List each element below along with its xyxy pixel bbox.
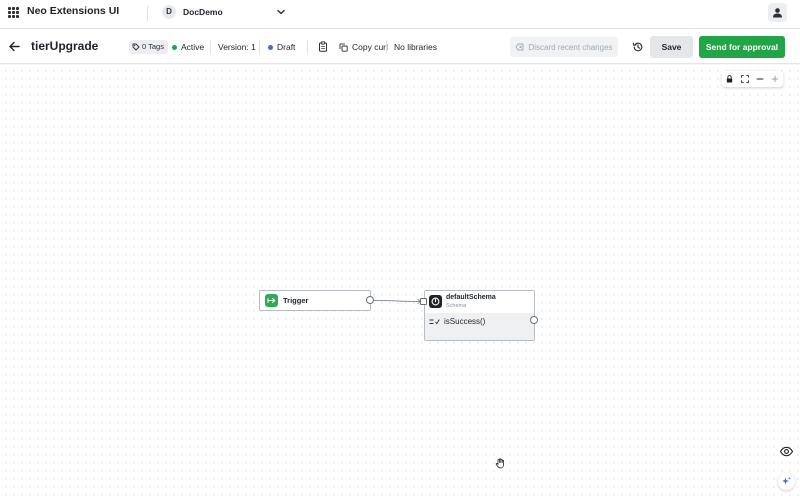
send-for-approval-button[interactable]: Send for approval [699,36,785,58]
grid-icon[interactable] [8,7,19,18]
trigger-node[interactable]: Trigger [259,290,371,311]
arrow-left-icon[interactable] [8,40,21,53]
lock-button[interactable] [722,71,737,87]
schema-node-header: defaultSchema Schema [425,291,534,313]
trigger-output-handle[interactable] [366,296,374,304]
active-status-dot [172,44,177,50]
schema-method-label: isSuccess() [444,317,486,326]
schema-output-handle[interactable] [530,316,538,324]
flow-toolbar: tierUpgrade 0 Tags Active Version: 1 Dra… [0,30,800,64]
copy-icon [339,42,348,52]
schema-icon [429,295,442,308]
discard-label: Discard recent changes [528,42,613,52]
function-icon [429,319,440,326]
copy-curl-button[interactable]: Copy curl [339,42,388,52]
toolbar-divider [307,40,308,54]
libraries-button[interactable]: No libraries [394,42,437,52]
active-status-label: Active [181,42,205,52]
sparkle-icon [782,476,791,485]
lock-icon [726,75,733,83]
clipboard-icon[interactable] [318,41,328,52]
draft-status-label: Draft [277,42,296,52]
canvas-controls [722,71,783,87]
fit-view-icon [741,75,749,83]
org-avatar[interactable]: D [162,5,176,19]
minus-icon [756,78,764,80]
zoom-out-button[interactable] [753,71,768,87]
app-title: Neo Extensions UI [27,5,120,17]
schema-node-name: defaultSchema [446,294,496,301]
hand-cursor-icon [495,458,504,469]
toolbar-divider [386,40,387,54]
save-button[interactable]: Save [650,36,693,58]
flow-canvas[interactable] [0,65,800,496]
tags-label: 0 Tags [142,42,164,51]
discard-changes-button[interactable]: Discard recent changes [510,37,618,57]
user-icon [773,8,782,18]
org-name[interactable]: DocDemo [183,7,223,17]
toolbar-divider [210,40,211,54]
plus-icon [772,75,779,83]
flow-title: tierUpgrade [31,39,99,53]
header-divider [147,6,148,21]
libraries-label: No libraries [394,42,437,52]
tags-badge[interactable]: 0 Tags [129,40,168,54]
schema-node[interactable]: defaultSchema Schema isSuccess() [424,290,535,341]
draft-status[interactable]: Draft [268,42,295,52]
trigger-node-label: Trigger [283,296,309,305]
version-label: Version: 1 [218,42,256,52]
schema-input-handle[interactable] [420,297,427,305]
draft-status-dot [268,44,273,50]
active-status[interactable]: Active [172,42,204,52]
preview-button[interactable] [779,444,794,459]
toolbar-divider [259,40,260,54]
chevron-down-icon[interactable] [276,7,286,17]
ai-assistant-button[interactable] [778,473,795,490]
copy-curl-label: Copy curl [352,42,388,52]
trigger-icon [265,294,278,307]
eye-icon [779,446,794,457]
history-icon[interactable] [632,41,644,53]
discard-icon [516,43,524,51]
version-text: Version: 1 [218,42,256,52]
zoom-in-button[interactable] [768,71,783,87]
tag-icon [132,43,140,51]
fit-view-button[interactable] [737,71,752,87]
user-menu-button[interactable] [768,3,787,22]
schema-node-type: Schema [446,302,467,309]
schema-node-method-row[interactable]: isSuccess() [425,313,534,340]
app-header: Neo Extensions UI D DocDemo [0,0,800,29]
